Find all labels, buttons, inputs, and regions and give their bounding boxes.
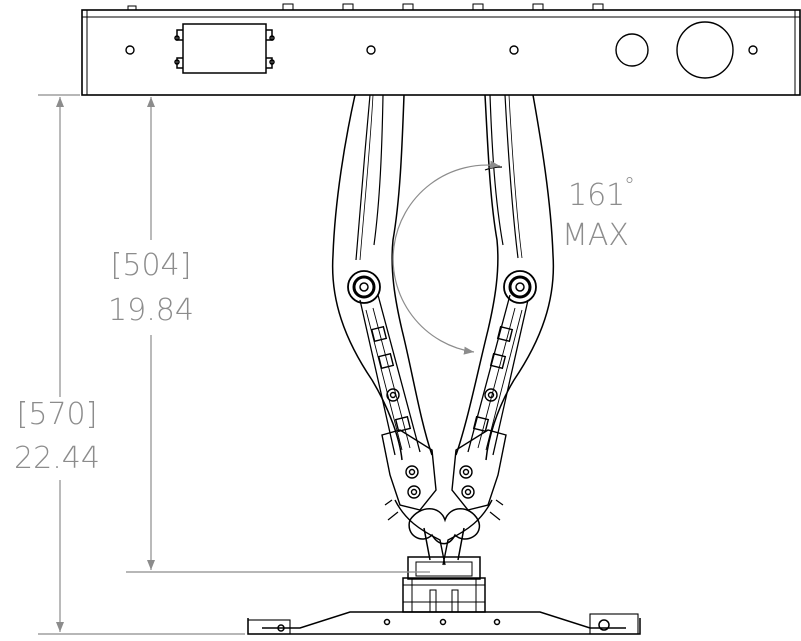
left-arm (331, 94, 446, 566)
dimension-outer-imperial: 22.44 (14, 441, 100, 476)
right-arm-fasteners (459, 325, 514, 499)
dimension-inner-label: [504] 19.84 (108, 248, 194, 328)
center-knuckle (408, 508, 481, 561)
angle-value: 161 (568, 178, 625, 213)
left-arm-pivot (347, 270, 381, 304)
swivel-adapter (402, 556, 486, 613)
dimension-inner-metric: [504] (111, 248, 192, 283)
dimension-outer-metric: [570] (17, 397, 98, 432)
angle-degree-symbol: ° (624, 174, 635, 199)
angle-qualifier: MAX (562, 218, 629, 253)
dimension-outer-label: [570] 22.44 (14, 397, 100, 476)
dimension-lines (38, 94, 501, 635)
angle-label: 161 ° MAX (562, 174, 635, 253)
projector-plate (247, 611, 641, 635)
ceiling-plate (81, 3, 801, 96)
left-arm-fasteners (370, 325, 421, 499)
electrical-box-cutout (174, 23, 275, 74)
dimension-inner-imperial: 19.84 (108, 293, 194, 328)
right-arm-pivot (503, 270, 537, 304)
ceiling-plate-holes (125, 21, 758, 79)
